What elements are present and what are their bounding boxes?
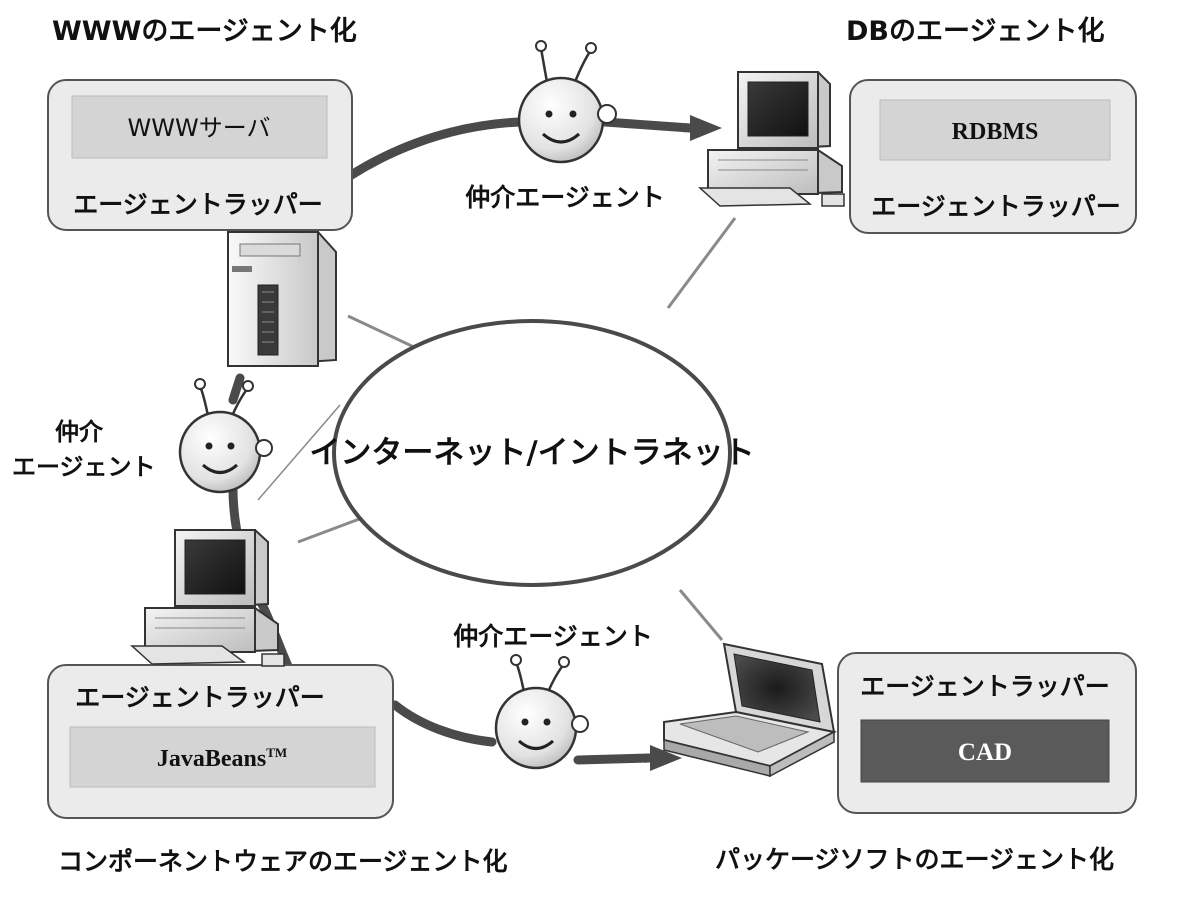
www-title: WWWのエージェント化 xyxy=(52,16,357,47)
component-trademark: TM xyxy=(266,745,287,760)
agent-bottom-label: 仲介エージェント xyxy=(453,622,653,651)
connector-thin-left xyxy=(257,404,341,501)
laptop-computer-icon xyxy=(663,642,837,778)
component-server-box xyxy=(69,726,376,788)
connector-top-right xyxy=(666,217,737,309)
package-server-label: CAD xyxy=(958,739,1012,766)
www-wrapper-label: エージェントラッパー xyxy=(73,190,323,219)
component-server-label: JavaBeans xyxy=(157,746,266,772)
db-wrapper-label: エージェントラッパー xyxy=(871,192,1121,221)
agent-left-icon xyxy=(178,378,273,494)
network-ellipse xyxy=(332,319,732,587)
package-title: パッケージソフトのエージェント化 xyxy=(715,845,1114,874)
db-server-label: RDBMS xyxy=(952,119,1039,145)
db-title: DBのエージェント化 xyxy=(846,16,1104,47)
connector-bottom-right xyxy=(678,589,724,641)
component-title: コンポーネントウェアのエージェント化 xyxy=(58,847,508,876)
www-server-box xyxy=(71,95,328,159)
arrowhead-bottom xyxy=(650,745,682,771)
desktop-computer-icon-component xyxy=(130,529,285,667)
arrowhead-top xyxy=(690,115,722,141)
network-label: インターネット/イントラネット xyxy=(309,435,754,471)
agent-top-label: 仲介エージェント xyxy=(465,183,665,212)
ring-arc-bottom-arrow xyxy=(573,753,655,765)
ring-arc-top-arrow xyxy=(600,117,695,133)
db-server-box xyxy=(879,99,1111,161)
agent-bottom-icon xyxy=(494,654,589,770)
ring-arc-bottom xyxy=(390,700,497,747)
connector-top-left xyxy=(347,314,417,350)
www-server-label: WWWサーバ xyxy=(128,114,271,142)
agent-left-label-line2: エージェント xyxy=(12,453,156,481)
component-server-text: JavaBeansTM xyxy=(157,745,287,772)
package-wrapper-label: エージェントラッパー xyxy=(860,672,1110,701)
component-wrapper-label: エージェントラッパー xyxy=(75,683,325,712)
agent-left-label-line1: 仲介 xyxy=(55,418,104,446)
desktop-computer-icon-db xyxy=(698,71,845,207)
agent-top-icon xyxy=(517,40,617,164)
ring-arc-left-top xyxy=(228,373,245,405)
server-tower-icon xyxy=(227,231,337,368)
package-server-box xyxy=(860,719,1110,783)
